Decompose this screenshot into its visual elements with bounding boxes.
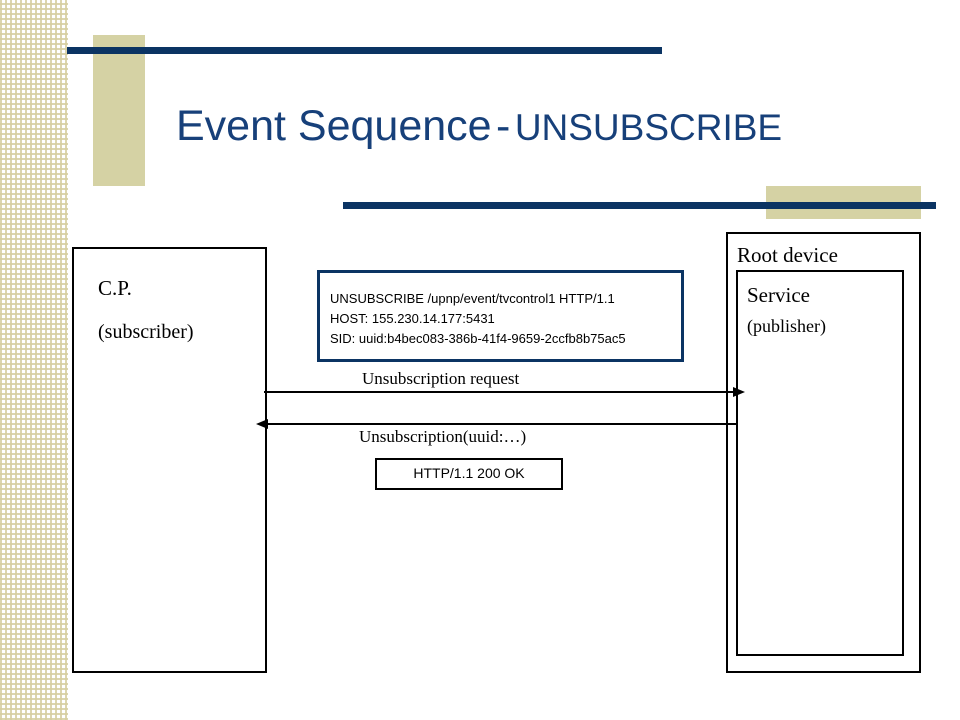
root-device-box: Root device — [726, 232, 921, 673]
slide-title: Event Sequence - UNSUBSCRIBE — [176, 96, 936, 156]
title-sub: UNSUBSCRIBE — [514, 107, 783, 148]
title-rule-top — [67, 47, 662, 54]
response-arrow — [256, 419, 736, 429]
title-main: Event Sequence — [176, 102, 492, 150]
request-arrow-label: Unsubscription request — [362, 369, 520, 388]
accent-block-top — [93, 35, 145, 186]
control-point-box: C.P. (subscriber) — [72, 247, 267, 673]
service-box: Service (publisher) — [736, 270, 904, 656]
request-line-method: UNSUBSCRIBE /upnp/event/tvcontrol1 HTTP/… — [330, 291, 615, 306]
service-label: Service — [747, 283, 810, 307]
root-device-label: Root device — [737, 243, 838, 267]
unsubscribe-request-box: UNSUBSCRIBE /upnp/event/tvcontrol1 HTTP/… — [317, 270, 684, 362]
control-point-label: C.P. — [98, 276, 132, 300]
title-rule-bottom — [343, 202, 936, 209]
request-arrow — [264, 387, 745, 397]
request-line-host: HOST: 155.230.14.177:5431 — [330, 311, 495, 326]
title-separator: - — [496, 102, 511, 150]
request-line-sid: SID: uuid:b4bec083-386b-41f4-9659-2ccfb8… — [330, 331, 626, 346]
ok-response-label: HTTP/1.1 200 OK — [413, 465, 525, 481]
decorative-pattern-strip — [0, 0, 68, 720]
ok-response-box: HTTP/1.1 200 OK — [375, 458, 563, 490]
control-point-role: (subscriber) — [98, 321, 194, 343]
service-role: (publisher) — [747, 316, 826, 336]
response-arrow-label: Unsubscription(uuid:…) — [359, 427, 527, 446]
